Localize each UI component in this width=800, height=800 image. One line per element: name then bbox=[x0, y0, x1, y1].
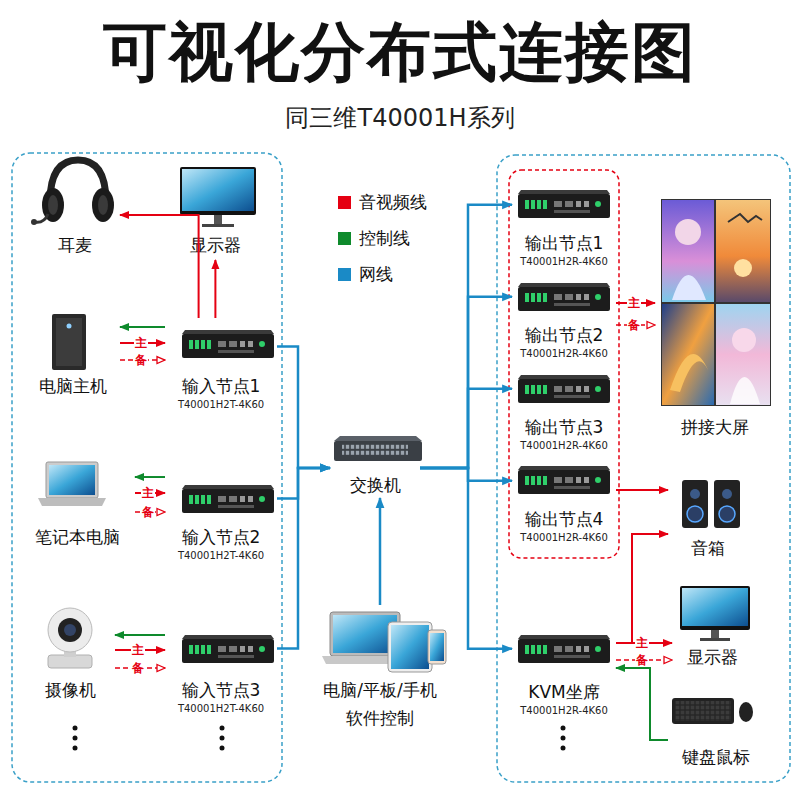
node-label: 电脑/平板/手机 软件控制 bbox=[315, 676, 445, 732]
model-number: T40001H2R-4K60 bbox=[512, 256, 616, 268]
legend-row: 控制线 bbox=[338, 220, 478, 256]
device-node: 电脑/平板/手机 软件控制 bbox=[315, 605, 445, 740]
node-label: 音箱 bbox=[668, 538, 748, 558]
node-label: 交换机 bbox=[330, 475, 420, 495]
diagram-subtitle: 同三维T40001H系列 bbox=[0, 102, 800, 134]
legend-text: 音视频线 bbox=[359, 191, 427, 214]
device-node: 交换机 bbox=[330, 432, 420, 498]
node-label: 输出节点3 bbox=[512, 417, 616, 437]
connector bbox=[616, 489, 668, 491]
connector bbox=[135, 476, 165, 478]
connector bbox=[120, 326, 165, 328]
node-label: 输入节点1 bbox=[165, 376, 277, 396]
model-number: T40001H2R-4K60 bbox=[512, 348, 616, 360]
model-number: T40001H2T-4K60 bbox=[165, 550, 277, 562]
model-number: T40001H2R-4K60 bbox=[512, 705, 616, 717]
device-node: 输入节点2T40001H2T-4K60 bbox=[165, 470, 277, 565]
device-node: 显示器 bbox=[170, 160, 260, 260]
connector bbox=[420, 205, 512, 468]
node-label: 显示器 bbox=[170, 235, 260, 255]
node-label: 输入节点3 bbox=[165, 680, 277, 700]
edge-label: 主 bbox=[134, 337, 148, 350]
connector bbox=[277, 468, 330, 499]
node-label: 输出节点4 bbox=[512, 509, 616, 529]
device-node: 摄像机 bbox=[25, 600, 115, 700]
device-node: 拼接大屏 bbox=[655, 198, 775, 443]
device-node: 输入节点3T40001H2T-4K60 bbox=[165, 620, 277, 715]
device-node: KVM坐席 T40001H2R-4K60 bbox=[512, 632, 616, 716]
connector bbox=[120, 215, 199, 318]
model-number: T40001H2R-4K60 bbox=[512, 532, 616, 544]
connector bbox=[214, 260, 216, 318]
model-number: T40001H2T-4K60 bbox=[165, 399, 277, 411]
device-node: 电脑主机 bbox=[25, 310, 120, 400]
connector bbox=[616, 534, 668, 643]
node-label: 输出节点2 bbox=[512, 325, 616, 345]
edge-label: 备 bbox=[131, 662, 145, 675]
legend-swatch bbox=[338, 232, 351, 245]
legend: 音视频线控制线网线 bbox=[338, 184, 478, 292]
edge-label: 主 bbox=[627, 297, 641, 310]
legend-text: 网线 bbox=[359, 263, 393, 286]
legend-row: 音视频线 bbox=[338, 184, 478, 220]
connector bbox=[115, 634, 165, 636]
connector bbox=[420, 468, 512, 481]
device-node: 笔记本电脑 bbox=[20, 455, 135, 550]
connector bbox=[277, 468, 330, 649]
legend-swatch bbox=[338, 196, 351, 209]
edge-label: 主 bbox=[635, 637, 649, 650]
model-number: T40001H2R-4K60 bbox=[512, 440, 616, 452]
legend-row: 网线 bbox=[338, 256, 478, 292]
node-label: 显示器 bbox=[672, 647, 752, 667]
edge-label: 备 bbox=[635, 653, 649, 666]
connector bbox=[420, 297, 512, 468]
device-node: 输出节点4T40001H2R-4K60 bbox=[512, 464, 616, 548]
device-node: 耳麦 bbox=[30, 158, 120, 258]
connector bbox=[420, 389, 512, 468]
connector bbox=[277, 347, 330, 468]
node-label: 电脑主机 bbox=[25, 376, 120, 396]
legend-swatch bbox=[338, 268, 351, 281]
edge-label: 备 bbox=[141, 506, 155, 519]
edge-label: 主 bbox=[131, 644, 145, 657]
connector bbox=[616, 668, 668, 740]
device-node: 输出节点1T40001H2R-4K60 bbox=[512, 188, 616, 272]
device-node: 音箱 bbox=[668, 476, 748, 560]
diagram-title: 可视化分布式连接图 bbox=[0, 12, 800, 92]
legend-text: 控制线 bbox=[359, 227, 410, 250]
edge-label: 主 bbox=[141, 487, 155, 500]
edge-label: 备 bbox=[627, 319, 641, 332]
node-label: 输出节点1 bbox=[512, 233, 616, 253]
node-label: 拼接大屏 bbox=[655, 417, 775, 437]
device-node: 输出节点3T40001H2R-4K60 bbox=[512, 372, 616, 456]
node-label: 耳麦 bbox=[30, 235, 120, 255]
connector bbox=[420, 468, 512, 649]
node-label: 键盘鼠标 bbox=[668, 747, 763, 767]
device-node: 显示器 bbox=[672, 582, 752, 672]
node-label: 笔记本电脑 bbox=[20, 527, 135, 547]
node-label: 输入节点2 bbox=[165, 527, 277, 547]
device-node: 键盘鼠标 bbox=[668, 688, 763, 770]
device-node: 输出节点2T40001H2R-4K60 bbox=[512, 280, 616, 364]
edge-label: 备 bbox=[134, 354, 148, 367]
device-node: 输入节点1T40001H2T-4K60 bbox=[165, 318, 277, 413]
connector bbox=[379, 498, 382, 605]
model-number: T40001H2T-4K60 bbox=[165, 703, 277, 715]
node-label: KVM坐席 bbox=[512, 682, 616, 702]
node-label: 摄像机 bbox=[25, 680, 115, 700]
